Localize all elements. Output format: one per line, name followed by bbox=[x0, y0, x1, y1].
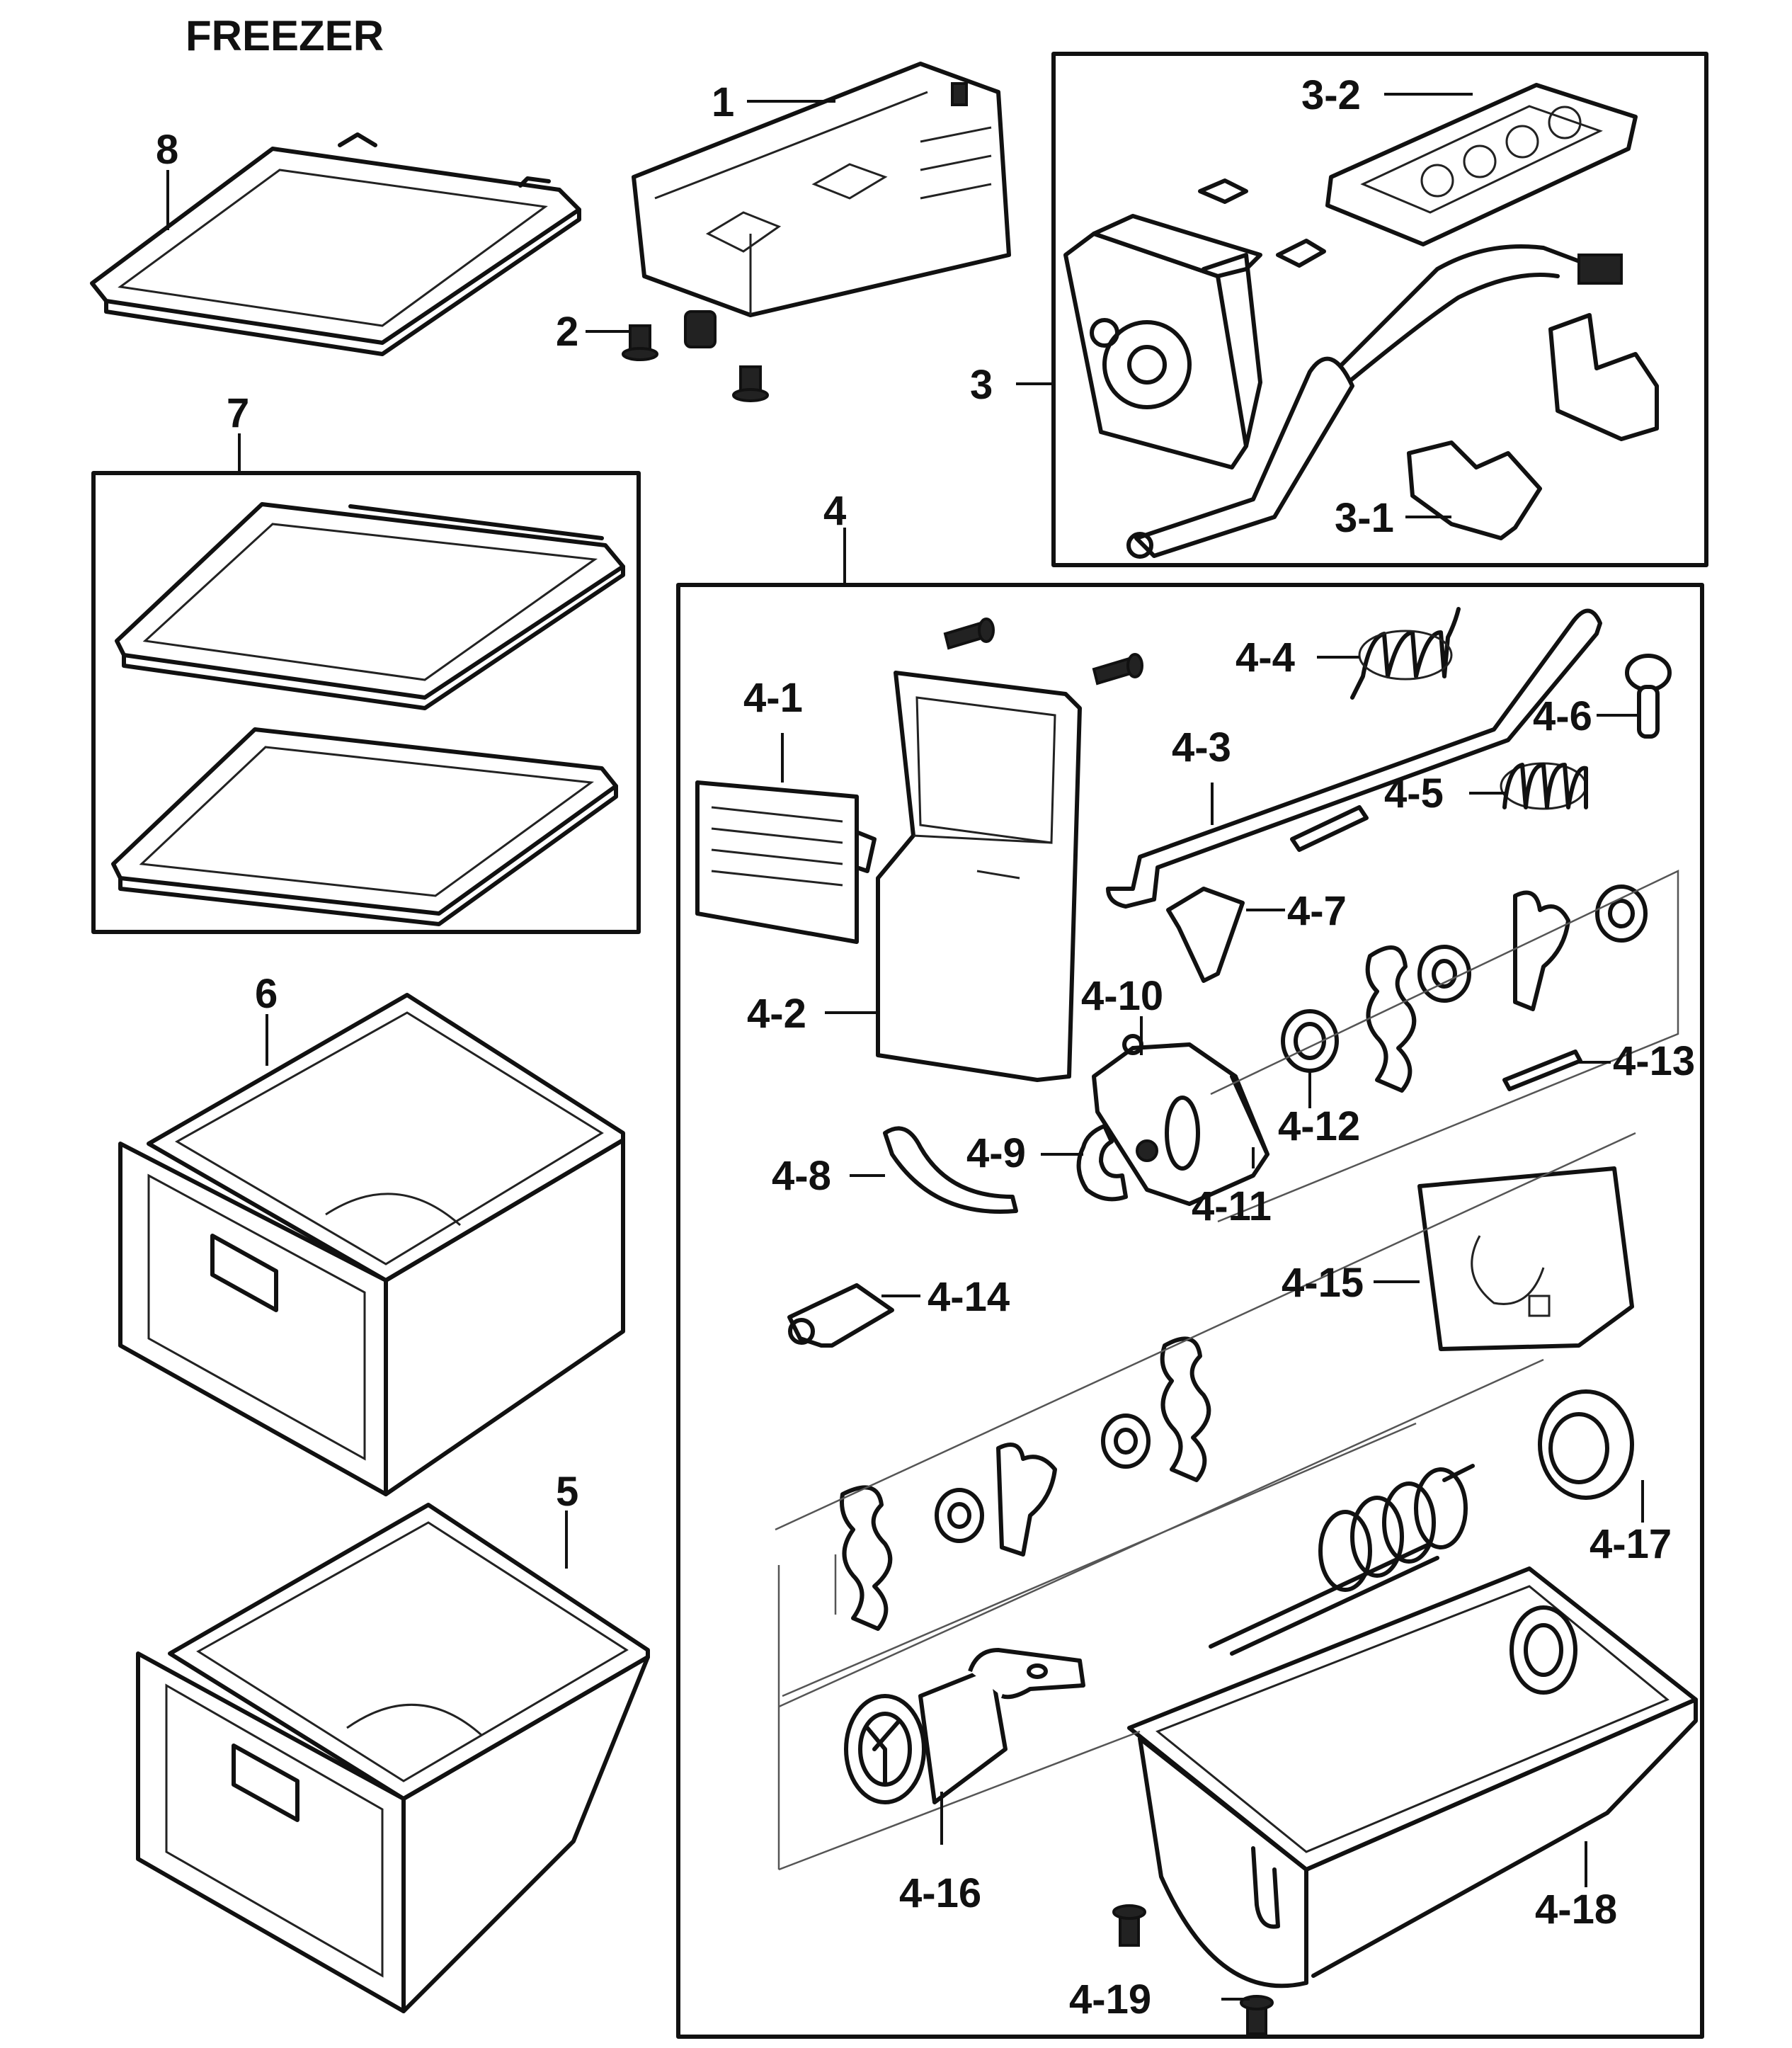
part-4-3-rod bbox=[1106, 608, 1602, 909]
part-4-10-motor bbox=[1092, 1034, 1269, 1206]
part-1-ice-maker-housing bbox=[632, 62, 1011, 317]
part-4-blades-lower bbox=[840, 1336, 1211, 1631]
part-8-shelf bbox=[90, 132, 581, 356]
part-4-9-clip bbox=[1076, 1124, 1128, 1202]
part-2-screws bbox=[622, 310, 769, 402]
part-4-13-links bbox=[1290, 805, 1582, 1091]
part-4-1-cover bbox=[695, 780, 877, 944]
part-7-shelves bbox=[111, 502, 625, 926]
part-4-16-coupling bbox=[844, 1648, 1085, 1804]
part-4-17-ring bbox=[1538, 1389, 1634, 1500]
part-4-15-plate bbox=[1417, 1166, 1634, 1351]
box-part-7 bbox=[91, 471, 641, 934]
part-4-18-bucket bbox=[1127, 1566, 1698, 1989]
part-4-6-pin bbox=[1625, 654, 1672, 739]
part-4-5-spring bbox=[1500, 762, 1588, 810]
part-4-blades-upper bbox=[1365, 884, 1648, 1093]
part-4-8-arc bbox=[883, 1126, 1018, 1214]
box-part-3 bbox=[1051, 52, 1708, 567]
part-4-12-bushing bbox=[1281, 1009, 1339, 1073]
part-4-7-lever bbox=[1166, 887, 1245, 983]
leader-lines bbox=[166, 93, 1644, 2001]
part-5-drawer bbox=[136, 1503, 650, 2013]
part-4-screws-top bbox=[943, 618, 1143, 685]
assembly-planes bbox=[775, 870, 1679, 1871]
box-part-4 bbox=[676, 583, 1704, 2039]
part-4-14-clip bbox=[787, 1283, 894, 1348]
part-6-drawer bbox=[118, 993, 625, 1496]
part-3-ice-maker bbox=[1063, 83, 1659, 559]
part-4-2-duct bbox=[876, 671, 1082, 1082]
part-4-4-spring bbox=[1350, 607, 1461, 700]
part-4-auger bbox=[1209, 1464, 1475, 1656]
